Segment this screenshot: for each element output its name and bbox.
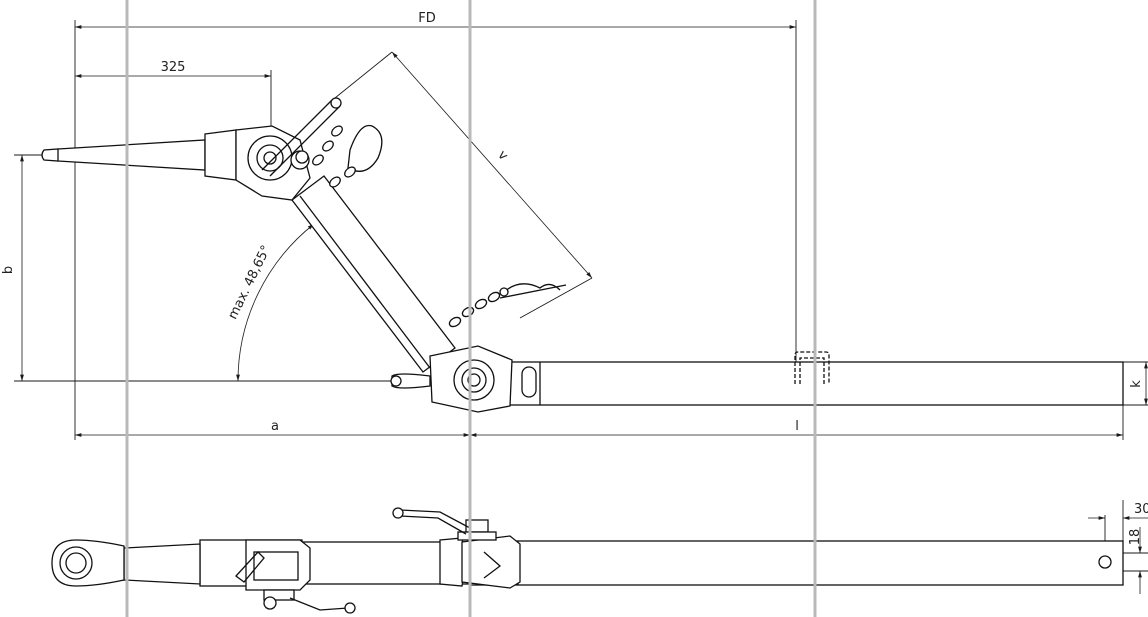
dim-325-label: 325 [161, 60, 186, 75]
dimension-30: 30 [1088, 500, 1148, 562]
top-view: FD 325 v b max. 48,65° a l [1, 11, 1148, 440]
pivot-joint [390, 345, 513, 413]
dim-b-label: b [1, 266, 16, 274]
dimension-b: b [1, 155, 24, 381]
dim-30-label: 30 [1134, 502, 1148, 517]
chain-lower [448, 283, 567, 328]
dim-l-label: l [795, 419, 799, 434]
dim-a-label: a [271, 419, 279, 434]
drawbar-eye-top [41, 129, 237, 181]
dim-angle-label: max. 48,65° [226, 243, 275, 322]
guide-lines [125, 0, 817, 617]
dim-k-label: k [1129, 380, 1144, 388]
dimension-a: a [75, 419, 470, 437]
side-view: 30 18 [51, 500, 1148, 614]
dimension-fd: FD [75, 11, 796, 29]
dimension-angle: max. 48,65° [226, 223, 315, 382]
dimension-k: k [1129, 362, 1148, 405]
dimension-v: v [391, 51, 593, 279]
coupling-head-side [199, 539, 356, 614]
drawbar-eye-side [51, 539, 201, 587]
dimension-325: 325 [75, 60, 271, 78]
connecting-tube-side [301, 519, 521, 589]
dim-fd-label: FD [418, 11, 436, 26]
handle-lever-upper [392, 507, 471, 535]
drawbar-tube [469, 351, 1124, 406]
drawbar-tube-side [469, 540, 1124, 586]
dim-18-label: 18 [1128, 529, 1143, 546]
dim-v-label: v [494, 148, 511, 164]
chain-upper [295, 124, 383, 188]
dimension-l: l [470, 419, 1123, 437]
swivel-arm [291, 175, 456, 373]
